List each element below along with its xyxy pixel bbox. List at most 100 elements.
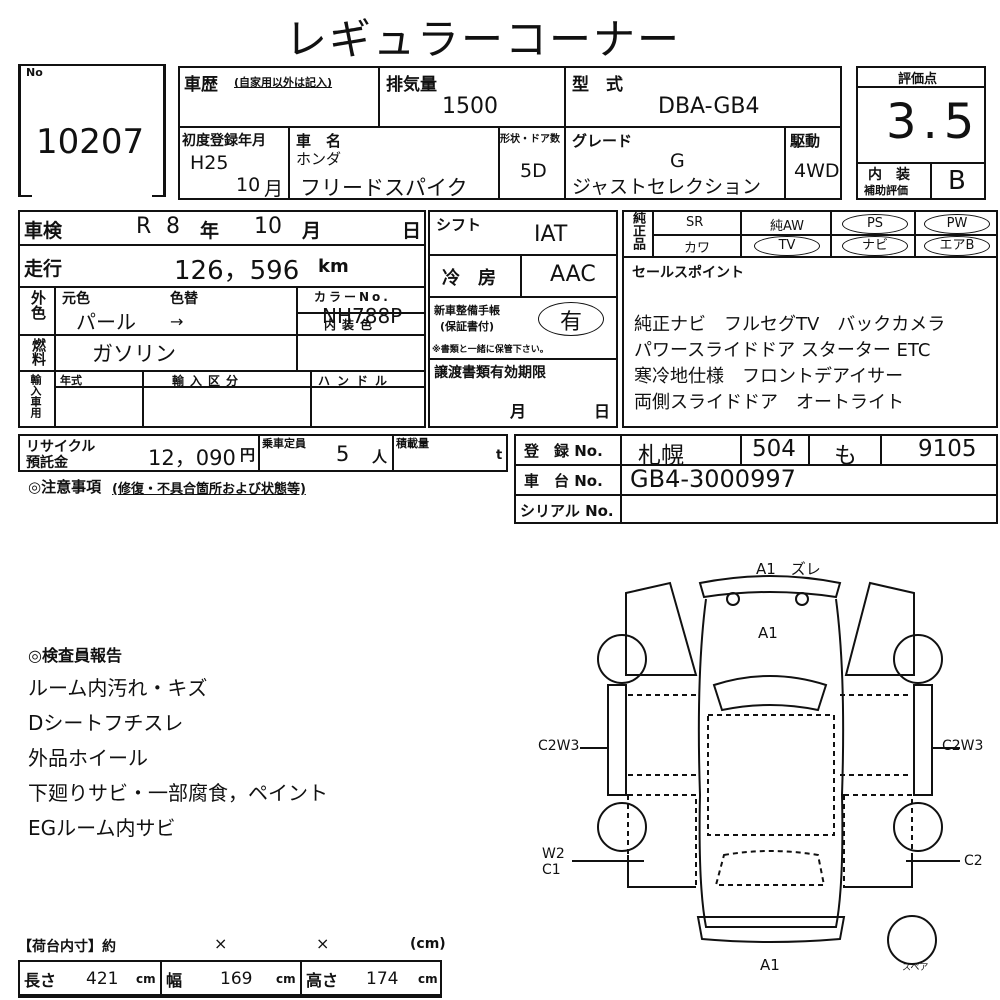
car-damage-diagram: [572, 575, 960, 965]
score-value: 3.5: [886, 94, 981, 150]
first-reg-month-unit: 月: [264, 178, 284, 200]
registration-kana: も: [834, 443, 857, 469]
registration-number: 9105: [918, 436, 977, 462]
maintenance-value: 有: [560, 310, 583, 335]
import-side-label: 輸入車用: [29, 374, 42, 418]
shaken-year-unit: 年: [200, 220, 220, 242]
sales-point-line: 両側スライドドア オートライト: [634, 392, 904, 413]
cargo-x1: ×: [214, 934, 228, 953]
aircon-label: 冷 房: [442, 268, 496, 289]
diagram-rear-left-label-2: C1: [542, 862, 561, 878]
shaken-label: 車検: [24, 220, 63, 242]
registration-class: 504: [752, 436, 796, 462]
lot-number-box: No 10207: [18, 64, 166, 197]
maintenance-note: ※書類と一緒に保管下さい。: [432, 345, 549, 355]
equipment-block: シフト IAT 冷 房 AAC 新車整備手帳 (保証書付) 有 ※書類と一緒に保…: [428, 210, 618, 428]
genuine-sr: SR: [686, 215, 704, 230]
shift-label: シフト: [436, 216, 482, 234]
load-unit: t: [496, 448, 503, 463]
recycle-label-1: リサイクル: [26, 439, 96, 455]
lot-label: No: [26, 66, 43, 79]
cargo-width-label: 幅: [166, 971, 183, 990]
cargo-height-label: 高さ: [306, 971, 339, 990]
inspector-label: ◎検査員報告: [28, 646, 122, 665]
genuine-parts-block: 純正品 SR 純AW PS PW カワ TV ナビ エアB: [622, 210, 998, 258]
cargo-label: 【荷台内寸】約: [18, 939, 116, 955]
capacity-value: 5: [336, 442, 350, 466]
model-value: DBA-GB4: [658, 94, 760, 119]
diagram-bottom-label: A1: [760, 956, 780, 974]
load-label: 積載量: [396, 437, 429, 450]
transfer-day-unit: 日: [594, 402, 611, 421]
recycle-unit: 円: [240, 446, 256, 464]
inspector-line: EGルーム内サビ: [28, 816, 176, 840]
cargo-length-value: 421: [86, 969, 119, 989]
genuine-tv: TV: [754, 236, 820, 256]
score-box: 評価点 3.5 内 装 補助評価 B: [856, 66, 986, 200]
transfer-label: 譲渡書類有効期限: [434, 365, 546, 381]
registration-region: 札幌: [638, 443, 684, 469]
interior-label-1: 内 装: [868, 167, 910, 183]
transfer-month-unit: 月: [510, 402, 527, 421]
cargo-x2: ×: [316, 934, 330, 953]
interior-value: B: [948, 166, 966, 196]
import-handle-label: ハンドル: [318, 374, 395, 388]
sales-point-line: 純正ナビ フルセグTV バックカメラ: [634, 314, 946, 335]
car-maker: ホンダ: [296, 150, 342, 168]
fuel-side-label: 燃料: [30, 338, 46, 366]
inspector-line: Dシートフチスレ: [28, 711, 184, 735]
grade-label: グレード: [572, 132, 633, 150]
chassis-value: GB4-3000997: [630, 465, 796, 493]
genuine-ps: PS: [842, 214, 908, 234]
cargo-length-label: 長さ: [24, 971, 57, 990]
genuine-navi: ナビ: [842, 236, 908, 256]
cargo-height-unit: cm: [418, 972, 438, 986]
orig-color-value: パール: [76, 310, 136, 334]
maintenance-circle: [538, 302, 604, 336]
inspection-block: 車検 R 8 年 10 月 日 走行 126，596 km 外色 元色 色替 パ…: [18, 210, 426, 428]
genuine-pw: PW: [924, 214, 990, 234]
genuine-label: 純正品: [630, 211, 645, 250]
shaken-day-unit: 日: [402, 220, 422, 242]
recycle-label-2: 預託金: [26, 455, 68, 471]
registration-label: 登 録 No.: [524, 442, 603, 460]
displacement-value: 1500: [442, 94, 498, 119]
sales-point-line: 寒冷地仕様 フロントデアイサー: [634, 366, 904, 387]
diagram-rear-right-label: C2: [964, 853, 983, 869]
aircon-value: AAC: [550, 262, 596, 287]
inspector-line: 下廻りサビ・一部腐食，ペイント: [28, 781, 328, 805]
cargo-width-value: 169: [220, 969, 253, 989]
first-reg-label: 初度登録年月: [182, 133, 266, 149]
diagram-right-side-label: C2W3: [942, 738, 984, 754]
sales-point-line: パワースライドドア スターター ETC: [634, 340, 931, 361]
car-name-label: 車 名: [296, 132, 342, 150]
capacity-unit: 人: [372, 448, 388, 466]
score-label: 評価点: [898, 72, 938, 87]
diagram-top-label: A1 ズレ: [756, 560, 821, 578]
shaken-month-unit: 月: [302, 220, 322, 242]
shift-value: IAT: [534, 222, 568, 247]
mileage-label: 走行: [24, 258, 63, 280]
diagram-left-side-label: C2W3: [538, 738, 580, 754]
import-year-label: 年式: [60, 374, 82, 387]
history-note: (自家用以外は記入): [234, 76, 333, 89]
shape-doors-label: 形状・ドア数: [500, 134, 560, 145]
diagram-rear-left-label-1: W2: [542, 846, 565, 862]
caution-sub: (修復・不具合箇所および状態等): [112, 482, 306, 497]
change-color-label: 色替: [170, 291, 198, 307]
cargo-unit: (cm): [410, 936, 446, 952]
capacity-label: 乗車定員: [262, 437, 306, 450]
diagram-hood-label: A1: [758, 624, 778, 642]
color-code-label: カラーNo.: [314, 290, 391, 304]
shape-doors-value: 5D: [520, 160, 547, 182]
shaken-era: R: [136, 214, 152, 239]
fuel-value: ガソリン: [92, 342, 176, 366]
first-reg-year: H25: [190, 152, 229, 174]
recycle-value: 12，090: [148, 446, 236, 470]
maintenance-label-1: 新車整備手帳: [434, 304, 500, 317]
mileage-value: 126，596: [174, 256, 300, 286]
car-name: フリードスパイク: [300, 176, 468, 200]
interior-label-2: 補助評価: [864, 184, 908, 197]
shaken-year: 8: [166, 214, 180, 239]
maintenance-label-2: (保証書付): [440, 320, 495, 333]
